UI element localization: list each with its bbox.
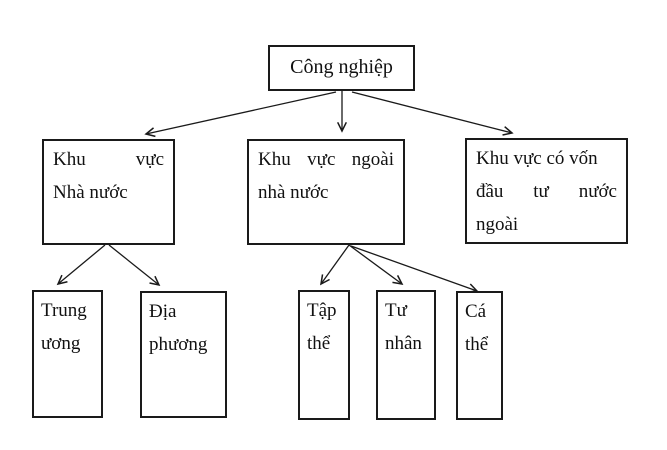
word: vực <box>135 149 164 170</box>
word: vực <box>307 149 336 170</box>
node-cong-nghiep-label: Công nghiệp <box>290 56 393 78</box>
node-khu-vuc-von-line3: ngoài <box>476 214 519 235</box>
node-tap-the: Tập thể <box>298 290 350 420</box>
node-ca-the-line2: thể <box>465 334 489 355</box>
word: nước <box>578 181 617 202</box>
node-khu-vuc-nha-nuoc-line1: Khu vực <box>53 143 164 176</box>
word: Khu <box>53 149 86 170</box>
word: đầu <box>476 181 504 202</box>
arrow-khu-vuc-ngoai-to-tap-the <box>320 244 350 286</box>
node-khu-vuc-ngoai-nha-nuoc: Khu vực ngoài nhà nước <box>247 139 405 245</box>
word: ngoài <box>351 149 394 170</box>
node-khu-vuc-von-nuoc-ngoai: Khu vực có vốn đầu tư nước ngoài <box>465 138 628 244</box>
node-dia-phuong-line1: Địa <box>149 301 177 322</box>
node-khu-vuc-ngoai-line2: nhà nước <box>258 182 329 203</box>
node-ca-the-line1: Cá <box>465 301 487 322</box>
arrow-khu-vuc-nha-nuoc-to-dia-phuong <box>108 244 161 287</box>
node-tu-nhan: Tư nhân <box>376 290 436 420</box>
node-khu-vuc-ngoai-line1: Khu vực ngoài <box>258 143 394 176</box>
node-khu-vuc-nha-nuoc-line2: Nhà nước <box>53 182 128 203</box>
node-cong-nghiep: Công nghiệp <box>268 45 415 91</box>
arrow-khu-vuc-ngoai-to-ca-the <box>350 245 479 293</box>
node-khu-vuc-von-line2: đầu tư nước <box>476 175 617 208</box>
node-khu-vuc-von-line1: Khu vực có vốn <box>476 148 598 169</box>
arrow-khu-vuc-nha-nuoc-to-trung-uong <box>56 244 106 286</box>
arrow-cong-nghiep-to-khu-vuc-von-nuoc-ngoai <box>351 91 514 136</box>
node-trung-uong: Trung ương <box>32 290 103 418</box>
word: Khu <box>258 149 291 170</box>
arrow-cong-nghiep-to-khu-vuc-nha-nuoc <box>144 91 337 138</box>
node-ca-the: Cá thể <box>456 291 503 420</box>
node-dia-phuong-line2: phương <box>149 334 208 355</box>
arrow-khu-vuc-ngoai-to-tu-nhan <box>348 244 404 286</box>
word: tư <box>533 181 549 202</box>
node-trung-uong-line2: ương <box>41 333 81 354</box>
node-tu-nhan-line2: nhân <box>385 333 422 354</box>
node-khu-vuc-nha-nuoc: Khu vực Nhà nước <box>42 139 175 245</box>
node-tap-the-line2: thể <box>307 333 331 354</box>
node-tu-nhan-line1: Tư <box>385 300 407 321</box>
node-tap-the-line1: Tập <box>307 300 337 321</box>
node-trung-uong-line1: Trung <box>41 300 87 321</box>
node-dia-phuong: Địa phương <box>140 291 227 418</box>
